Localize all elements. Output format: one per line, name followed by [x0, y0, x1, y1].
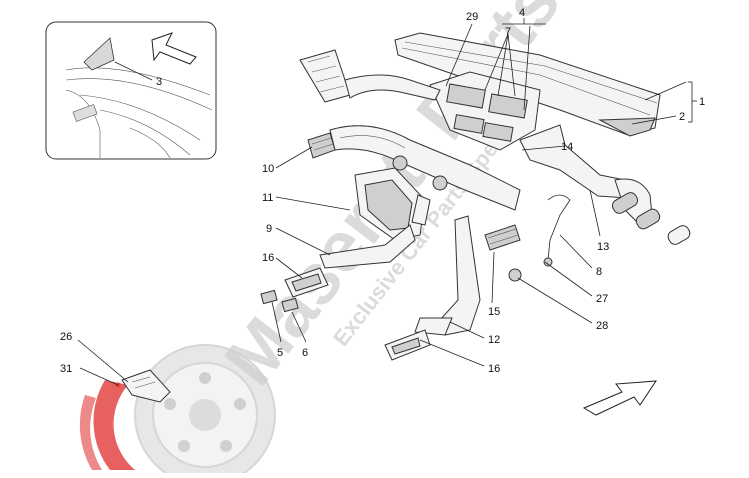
callout-16-lower: 16	[488, 363, 500, 375]
callout-11: 11	[262, 192, 273, 204]
callout-10: 10	[262, 163, 274, 175]
small-vent	[307, 132, 336, 159]
sensor-module	[115, 369, 171, 403]
floor-outlet-lower	[384, 329, 431, 361]
callout-6: 6	[302, 347, 308, 359]
callout-16-upper: 16	[262, 252, 274, 264]
callout-28: 28	[596, 320, 608, 332]
callout-7: 7	[505, 26, 511, 38]
callout-31: 31	[60, 363, 72, 375]
floor-outlet-left	[284, 267, 329, 298]
right-duct	[519, 124, 691, 245]
callout-13: 13	[597, 241, 609, 253]
center-console-frame	[354, 167, 431, 241]
direction-arrow-icon	[582, 380, 657, 416]
callout-9: 9	[266, 223, 272, 235]
vent-grille-15	[484, 224, 521, 251]
callout-26: 26	[60, 331, 72, 343]
hose	[547, 194, 571, 261]
clip-part-6	[281, 297, 299, 313]
callout-labels: 1 2 3 4 7 29 10 11 9 16 5 6 14 13 8 27 2…	[60, 7, 705, 375]
callout-8: 8	[596, 266, 602, 278]
callout-2: 2	[679, 111, 685, 123]
left-side-duct	[299, 49, 441, 103]
callout-4: 4	[519, 7, 525, 19]
callout-12: 12	[488, 334, 500, 346]
central-cross-duct	[329, 125, 521, 211]
lower-duct	[319, 224, 416, 269]
callout-1: 1	[699, 96, 705, 108]
callout-15: 15	[488, 306, 500, 318]
leader-lines	[77, 18, 697, 386]
clip-part-5	[260, 289, 278, 305]
inset-detail-box	[45, 21, 217, 160]
callout-29: 29	[466, 11, 478, 23]
upper-vent-duct	[429, 71, 541, 151]
brake-disc-watermark	[79, 344, 276, 478]
callout-5: 5	[277, 347, 283, 359]
callout-27: 27	[596, 293, 608, 305]
callout-14: 14	[561, 141, 573, 153]
callout-3: 3	[156, 76, 162, 88]
